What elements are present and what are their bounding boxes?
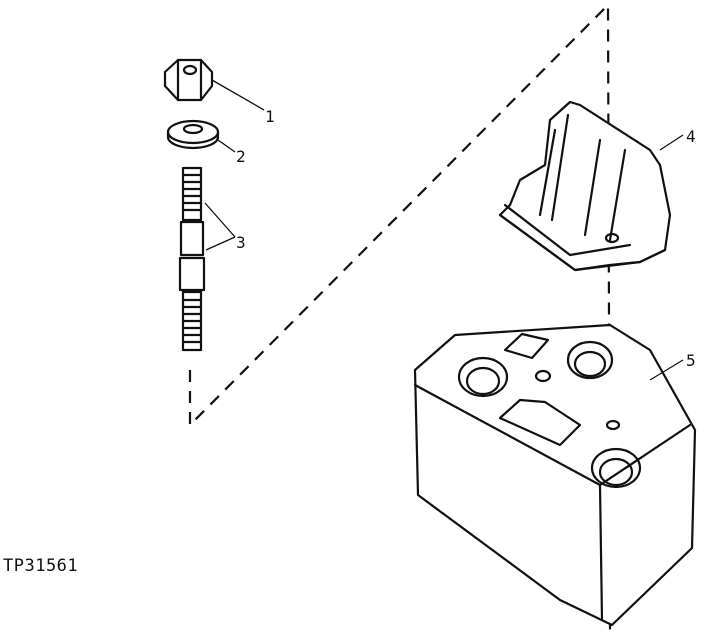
mounting-bracket	[498, 100, 684, 272]
hex-nut	[163, 58, 265, 111]
assembly-guide-lines	[188, 2, 612, 631]
washer	[166, 119, 236, 153]
callout-1: 1	[265, 107, 275, 126]
callout-4: 4	[686, 127, 696, 146]
callout-2: 2	[236, 147, 246, 166]
callout-3: 3	[236, 233, 246, 252]
weight-block	[413, 323, 697, 627]
figure-id: TP31561	[3, 556, 79, 576]
callout-labels: 1 2 3 4 5	[236, 107, 696, 370]
studs	[178, 166, 236, 352]
callout-5: 5	[686, 351, 696, 370]
